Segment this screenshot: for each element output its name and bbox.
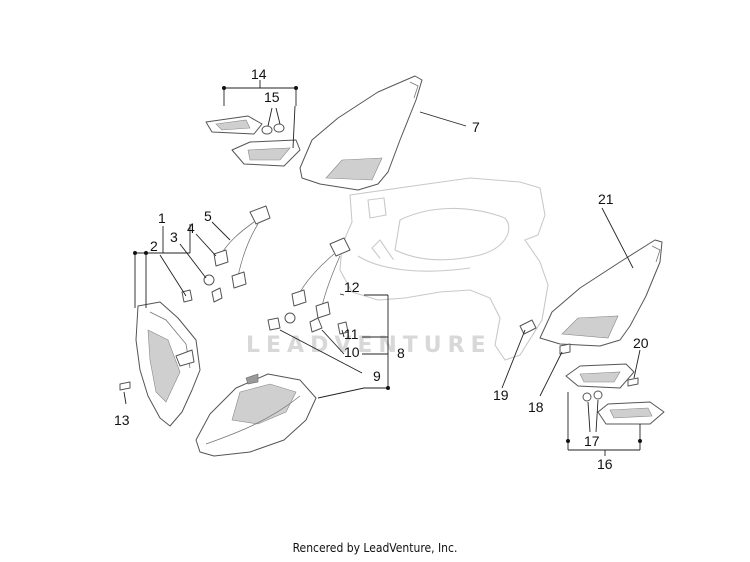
callout-3: 3	[170, 229, 178, 245]
callout-18: 18	[528, 399, 544, 415]
callout-9: 9	[373, 368, 381, 384]
left-side-panel	[299, 75, 423, 191]
callout-1: 1	[158, 210, 166, 226]
lower-turn-signal-assembly	[565, 363, 665, 425]
screws	[119, 319, 639, 391]
callout-20: 20	[633, 335, 649, 351]
callout-4: 4	[187, 220, 195, 236]
front-shield-body	[339, 177, 549, 361]
callout-2: 2	[150, 238, 158, 254]
callout-7: 7	[472, 119, 480, 135]
callout-17: 17	[584, 433, 600, 449]
right-wiring-harness	[267, 237, 351, 335]
credit-footer: Rencered by LeadVenture, Inc.	[292, 541, 458, 555]
upper-turn-signal-assembly	[205, 115, 301, 167]
leader-dots	[133, 86, 642, 443]
callout-14: 14	[251, 66, 267, 82]
callout-8: 8	[397, 345, 405, 361]
left-wiring-harness	[181, 205, 271, 303]
callout-11: 11	[344, 326, 359, 342]
callout-5: 5	[204, 208, 212, 224]
callout-labels: 14 15 7 21 1 5 4 3 2 12 11 10 8 9 13 20 …	[114, 66, 649, 472]
callout-12: 12	[344, 279, 360, 295]
callout-10: 10	[344, 344, 360, 360]
callout-15: 15	[264, 89, 280, 105]
left-lamp-housing	[135, 301, 201, 427]
callout-19: 19	[493, 387, 509, 403]
right-side-panel	[539, 239, 663, 347]
leader-lines	[123, 80, 641, 456]
callout-13: 13	[114, 412, 130, 428]
headlight-lens	[195, 373, 317, 457]
callout-21: 21	[598, 191, 614, 207]
callout-16: 16	[597, 456, 613, 472]
